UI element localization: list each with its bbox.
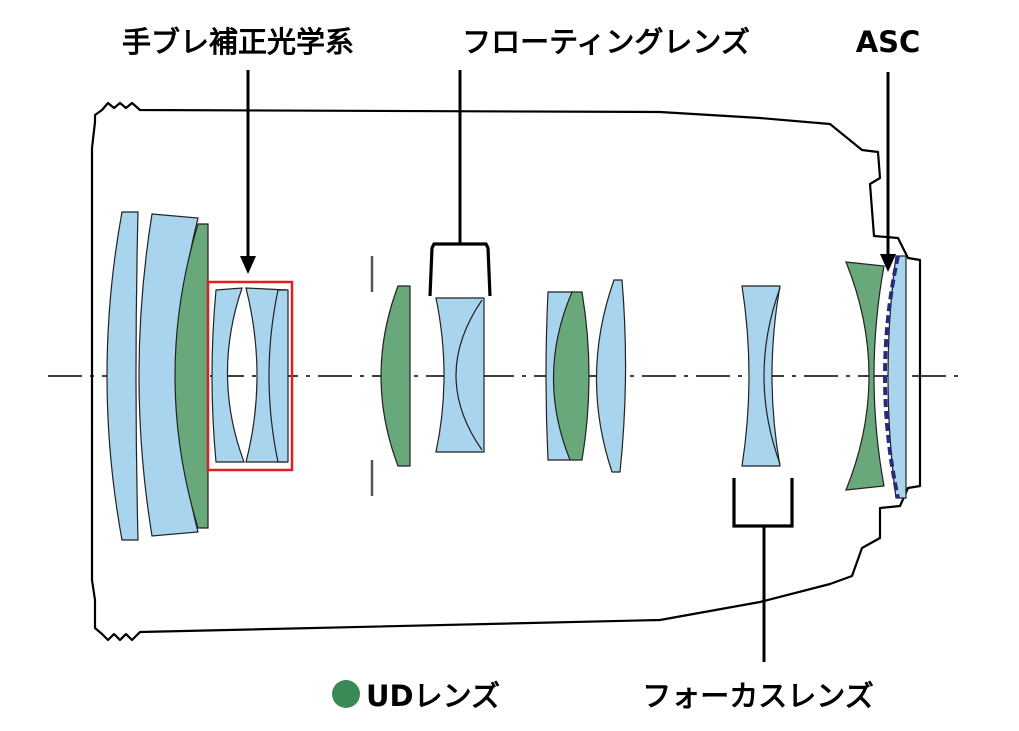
ud-legend-dot xyxy=(332,680,360,708)
stabilizer-lens-element-3 xyxy=(268,289,289,463)
stabilizer-arrowhead xyxy=(240,256,256,274)
front-ud-element xyxy=(174,223,209,529)
rear-group-ud-element xyxy=(552,291,590,461)
floating-lens-element xyxy=(435,297,485,453)
asc-arrowhead xyxy=(880,254,896,272)
stabilizer-highlight-box xyxy=(206,280,294,472)
ud-legend-label: UDレンズ xyxy=(366,679,500,713)
asc-coating xyxy=(883,255,900,499)
rear-group-lens-element-2 xyxy=(595,279,627,473)
asc-label: ASC xyxy=(856,25,921,59)
lens-barrel-outline xyxy=(90,101,922,642)
rear-ud-element xyxy=(845,261,885,491)
middle-ud-element xyxy=(380,285,411,467)
floating-lens-inner-curve xyxy=(455,299,483,451)
floating-lens-label: フローティングレンズ xyxy=(462,25,750,59)
front-lens-element-1 xyxy=(106,211,139,541)
focus-lens-label: フォーカスレンズ xyxy=(642,679,873,713)
stabilizer-label: 手ブレ補正光学系 xyxy=(122,25,354,59)
focus-lens-element xyxy=(741,285,781,467)
stabilizer-lens-element-1 xyxy=(211,287,245,463)
focus-lens-inner-curve xyxy=(763,287,781,465)
